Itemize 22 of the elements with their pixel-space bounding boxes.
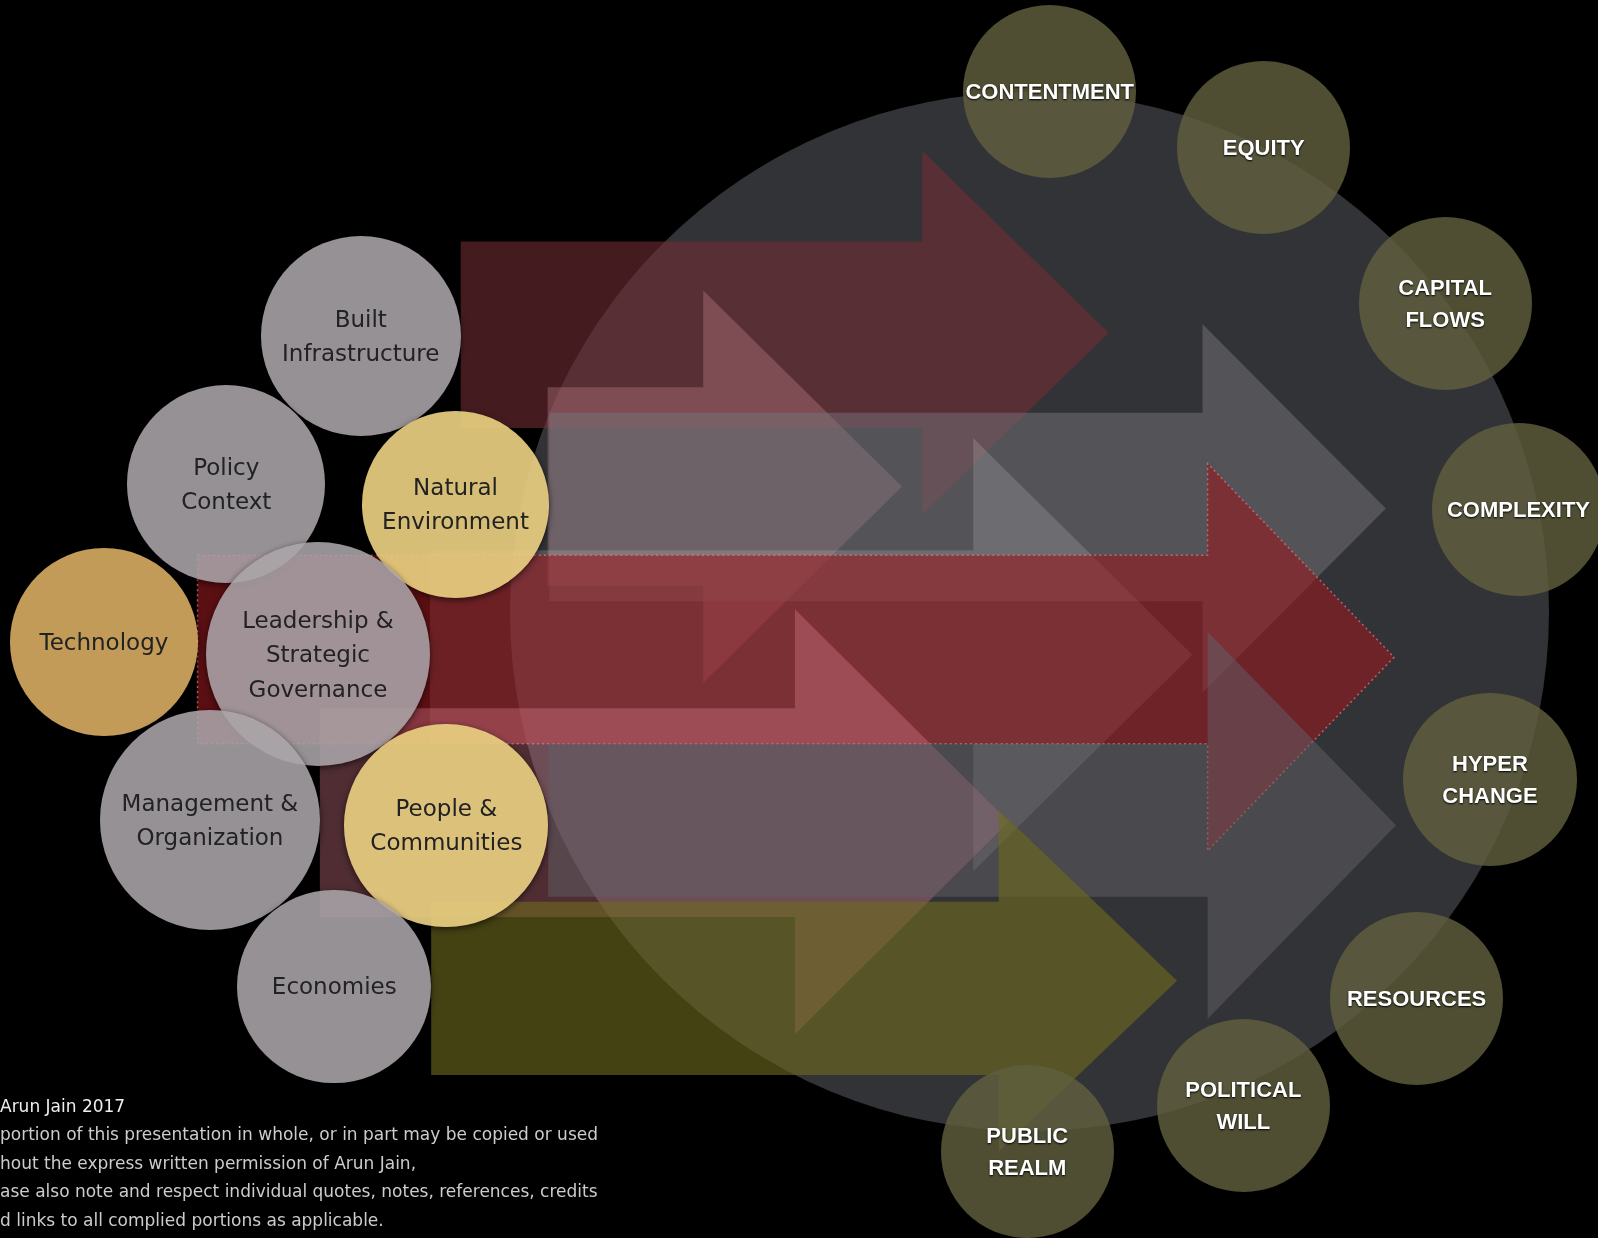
node-label: Policy Context [180, 452, 273, 517]
copyright-note: hout the express written permission of Arun Jain, [0, 1152, 417, 1173]
copyright-note: portion of this presentation in whole, or in part may be copied or used [0, 1124, 598, 1145]
node-label: Economies [270, 972, 398, 1002]
copyright-line: Arun Jain 2017 [0, 1095, 126, 1116]
copyright-note: d links to all complied portions as applicable. [0, 1209, 384, 1230]
node-label: EQUITY [1221, 133, 1306, 162]
node-label: COMPLEXITY [1446, 495, 1591, 524]
node-label: Technology [38, 627, 170, 657]
node-label: HYPER CHANGE [1441, 749, 1539, 810]
node-label: People & Communities [369, 794, 524, 858]
node-label: Built Infrastructure [281, 304, 441, 369]
node-label: CONTENTMENT [964, 77, 1136, 106]
copyright-note: ase also note and respect individual quotes, notes, references, credits [0, 1181, 598, 1202]
node-label: Natural Environment [381, 472, 530, 537]
block-arrow [548, 631, 1397, 1019]
node-label: POLITICAL WILL [1184, 1075, 1303, 1136]
node-label: RESOURCES [1345, 984, 1488, 1013]
node-label: Leadership & Strategic Governance [241, 605, 395, 704]
node-label: CAPITAL FLOWS [1397, 273, 1493, 334]
node-label: Management & Organization [120, 788, 300, 853]
node-label: PUBLIC REALM [985, 1121, 1070, 1182]
